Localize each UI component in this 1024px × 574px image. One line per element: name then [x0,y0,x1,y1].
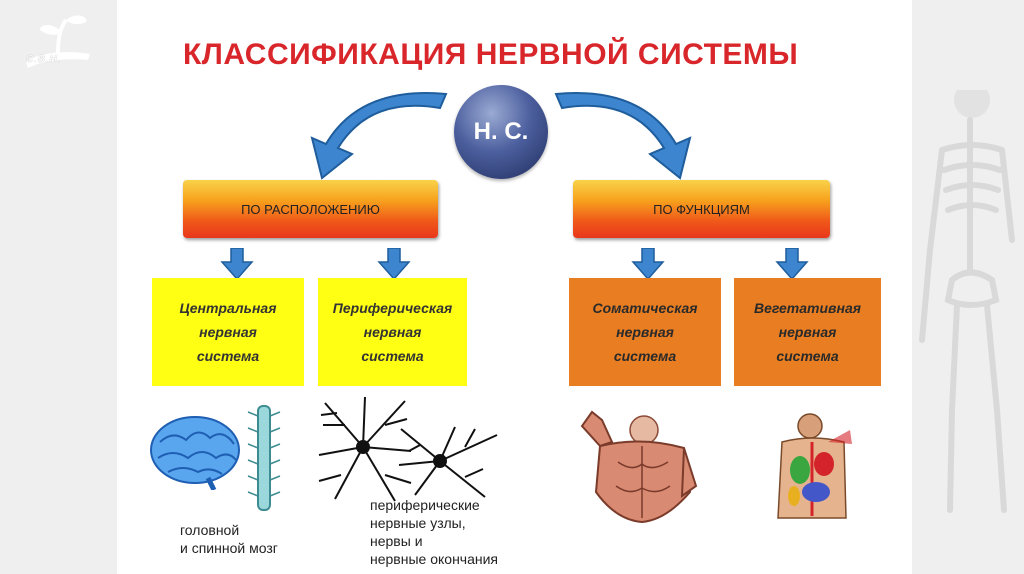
vegetative-nervous-system-box: Вегетативная нервная система [734,278,881,386]
right-margin-panel [912,0,1024,574]
category-by-function: ПО ФУНКЦИЯМ [573,180,830,238]
spinal-cord-icon [247,405,281,511]
torso-organs-icon [777,413,852,519]
curved-arrow-right-icon [554,92,692,180]
left-margin-panel: С.В.Н. [0,0,117,574]
down-arrow-icon [775,248,809,280]
logo-text: С.В.Н. [26,54,62,65]
brain-icon [150,416,240,490]
cns-caption: головной и спинной мозг [180,522,278,556]
sprout-logo-icon [26,15,90,68]
skeleton-watermark-icon [919,90,1015,513]
muscular-back-icon [580,410,698,524]
peripheral-nervous-system-box: Периферическая нервная система [318,278,467,386]
down-arrow-icon [631,248,665,280]
down-arrow-icon [377,248,411,280]
neuron-cell-icon [398,426,498,498]
curved-arrow-left-icon [310,92,448,180]
pns-caption: периферические нервные узлы, нервы и нер… [370,497,499,567]
neuron-network-icon [315,395,415,505]
down-arrow-icon [220,248,254,280]
slide-title: КЛАССИФИКАЦИЯ НЕРВНОЙ СИСТЕМЫ [183,38,799,71]
somatic-nervous-system-box: Соматическая нервная система [569,278,721,386]
nervous-system-hub: Н. С. [454,85,548,179]
central-nervous-system-box: Центральная нервная система [152,278,304,386]
category-by-location: ПО РАСПОЛОЖЕНИЮ [183,180,438,238]
